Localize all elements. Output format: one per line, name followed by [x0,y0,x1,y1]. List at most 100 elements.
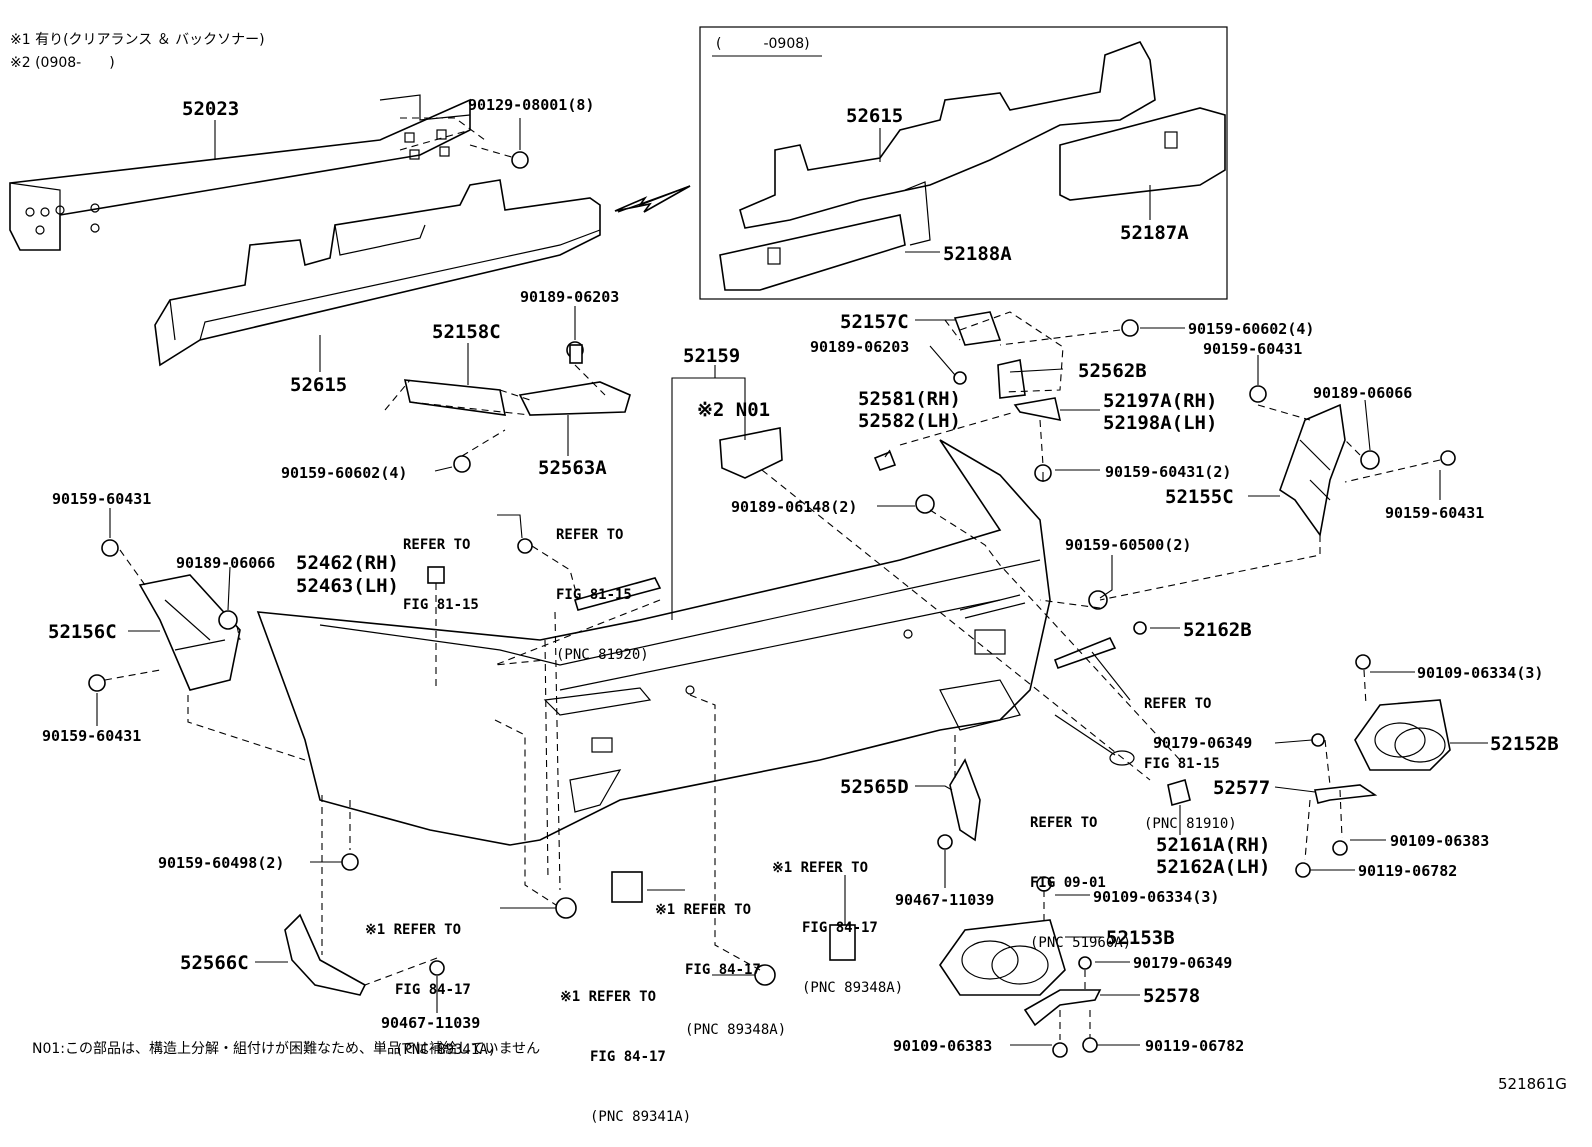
label-90129-08001: 90129-08001(8) [468,96,595,114]
label-52615-inset: 52615 [846,105,904,127]
reflector-81920 [573,577,662,611]
ref-line1: REFER TO [403,537,471,553]
refer-fig-84-17-b: ※1 REFER TO FIG 84-17 (PNC 89348A) [655,860,786,1060]
pad-52581 [873,450,897,471]
label-90159-60431-c: 90159-60431(2) [1105,463,1232,481]
label-90159-60498: 90159-60498(2) [158,854,285,872]
label-90159-60431-a: 90159-60431 [1203,340,1303,358]
label-90189-06066-b: 90189-06066 [176,554,276,572]
label-52188A: 52188A [943,243,1012,265]
inset-frame [699,26,1228,300]
label-52615-main: 52615 [290,374,348,396]
label-52577: 52577 [1213,777,1271,799]
ref-line2: FIG 84-17 [590,1049,666,1065]
bracket-52155C [1279,403,1346,538]
label-52462: 52462(RH) [296,552,399,574]
mudguard-52565D [949,758,981,842]
label-90119-06782-a: 90119-06782 [1358,862,1458,880]
label-52152B: 52152B [1490,733,1559,755]
finisher-52152B [1354,699,1451,771]
ref-line1: ※1 REFER TO [772,860,869,876]
label-90109-06383-a: 90109-06383 [1390,832,1490,850]
ref-pnc: (PNC 89348A) [685,1022,787,1038]
reflector-81910 [1053,636,1117,670]
label-90189-06203-b: 90189-06203 [810,338,910,356]
direction-arrow [614,185,691,213]
label-90179-06349-b: 90179-06349 [1133,954,1233,972]
label-90467-11039-a: 90467-11039 [895,891,995,909]
diagram-drawing [9,26,1488,1058]
bracket-52156C [138,574,241,691]
fasteners [88,151,1456,1058]
label-90109-06383-b: 90109-06383 [893,1037,993,1055]
ref-pnc: (PNC 81910) [1144,816,1237,832]
label-90467-11039-b: 90467-11039 [381,1014,481,1032]
ref-line1: ※1 REFER TO [560,989,657,1005]
label-52158C: 52158C [432,321,501,343]
figure-id: 521861G [1498,1075,1567,1093]
label-52157C: 52157C [840,311,909,333]
label-52581: 52581(RH) [858,388,961,410]
inset-absorber [719,41,1226,291]
refer-fig-81-15-c: REFER TO FIG 81-15 (PNC 81910) [1144,654,1237,854]
label-90109-06334-b: 90109-06334(3) [1093,888,1220,906]
ref-line2: FIG 81-15 [1144,756,1220,772]
label-90159-60500: 90159-60500(2) [1065,536,1192,554]
label-90159-60602-a: 90159-60602(4) [281,464,408,482]
retainer-52158C [403,379,507,416]
ref-pnc: (PNC 89341A) [590,1109,692,1125]
stay-52578 [1023,989,1102,1027]
label-52023: 52023 [182,98,240,120]
towing-eye [1054,714,1135,766]
ref-line2: FIG 84-17 [685,962,761,978]
label-90159-60431-e: 90159-60431 [52,490,152,508]
label-52463: 52463(LH) [296,575,399,597]
label-52162A: 52162A(LH) [1156,856,1271,878]
refer-fig-84-17-c: ※1 REFER TO FIG 84-17 (PNC 89341A) [365,880,496,1080]
label-52578: 52578 [1143,985,1201,1007]
label-90109-06334-a: 90109-06334(3) [1417,664,1544,682]
leader-lines [96,118,1488,1046]
note-n01: N01:この部品は、構造上分解・組付けが困難なため、単品では補給していません [32,1041,541,1057]
inset-range: ( -0908) [716,36,810,52]
refer-fig-84-17-d: ※1 REFER TO FIG 84-17 (PNC 89341A) [560,947,691,1147]
assembly-lines [104,117,1441,1040]
ref-line2: FIG 09-01 [1030,875,1106,891]
refer-fig-81-15-b: REFER TO FIG 81-15 (PNC 81920) [556,485,649,685]
label-52161A: 52161A(RH) [1156,834,1271,856]
reinforcement-52023 [9,94,471,251]
ref-line2: FIG 81-15 [403,597,479,613]
label-90189-06066-a: 90189-06066 [1313,384,1413,402]
ref-line1: REFER TO [556,527,624,543]
label-90119-06782-b: 90119-06782 [1145,1037,1245,1055]
note-1: ※1 有り(クリアランス ＆ バックソナー) [10,32,265,48]
label-N01: ※2 N01 [697,399,771,421]
mudguard-52566C [284,913,367,996]
label-52582: 52582(LH) [858,410,961,432]
bumper-cover [256,439,1051,846]
retainer-52563A [518,381,631,416]
refer-fig-09-01: REFER TO FIG 09-01 (PNC 51960A) [1030,773,1131,973]
ref-line1: REFER TO [1030,815,1098,831]
label-52565D: 52565D [840,776,909,798]
stay-52577 [1314,784,1378,804]
cover-52161A [1167,778,1191,807]
label-52197A: 52197A(RH) [1103,390,1218,412]
clip-52562B [953,311,1026,399]
label-52562B: 52562B [1078,360,1147,382]
label-52159: 52159 [683,345,741,367]
parts-diagram: ※1 有り(クリアランス ＆ バックソナー) ※2 (0908- ) N01:こ… [9,26,1567,1125]
label-52153B: 52153B [1106,927,1175,949]
ref-line2: FIG 81-15 [556,587,632,603]
label-52566C: 52566C [180,952,249,974]
label-90159-60431-d: 90159-60431 [1385,504,1485,522]
ref-line1: ※1 REFER TO [655,902,752,918]
refer-fig-81-15-a: REFER TO FIG 81-15 [403,495,479,635]
note-2: ※2 (0908- ) [10,55,115,71]
label-52155C: 52155C [1165,486,1234,508]
bracket-52197A [1013,397,1062,422]
label-90159-60602-b: 90159-60602(4) [1188,320,1315,338]
label-52563A: 52563A [538,457,607,479]
label-90159-60431-f: 90159-60431 [42,727,142,745]
label-52156C: 52156C [48,621,117,643]
